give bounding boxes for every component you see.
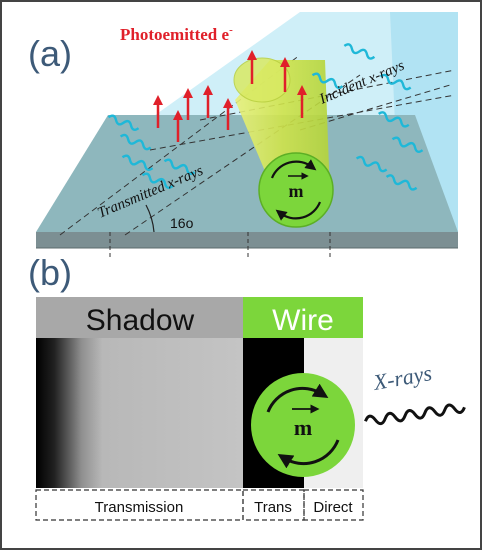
shadow-header-bar <box>36 297 243 338</box>
wire-cross-section-a <box>258 152 334 228</box>
wire-header-bar <box>243 297 363 338</box>
substrate-front <box>36 232 458 248</box>
substrate-top <box>36 115 458 232</box>
direct-label: Direct <box>313 499 353 516</box>
panel-b-label: (b) <box>28 252 72 293</box>
panel-a: m 16o <box>28 12 458 258</box>
shadow-label: Shadow <box>86 304 195 337</box>
direct-box <box>303 489 364 521</box>
shadow-transmission-region <box>36 338 243 488</box>
panel-b: (b) Shadow Wire m X-rays Transmission Tr… <box>28 252 466 521</box>
photoemitted-arrows <box>153 50 307 142</box>
transmission-label: Transmission <box>95 499 184 516</box>
xray-wave-b <box>364 403 466 426</box>
xray-wave-arrows <box>107 43 424 191</box>
magnetization-symbol-a: m <box>289 181 304 201</box>
angle-label: 16o <box>170 215 194 231</box>
wire-label: Wire <box>272 304 334 337</box>
trans-label: Trans <box>254 499 292 516</box>
xrays-label: X-rays <box>371 360 434 395</box>
magnetization-symbol-b: m <box>294 415 312 440</box>
angle-arc <box>145 204 155 233</box>
panel-divider-lines <box>109 232 331 258</box>
beam-guide-lines <box>59 54 456 236</box>
panel-a-label: (a) <box>28 33 72 74</box>
transmission-box <box>35 489 244 521</box>
photoemitted-label: Photoemitted e- <box>120 24 233 44</box>
